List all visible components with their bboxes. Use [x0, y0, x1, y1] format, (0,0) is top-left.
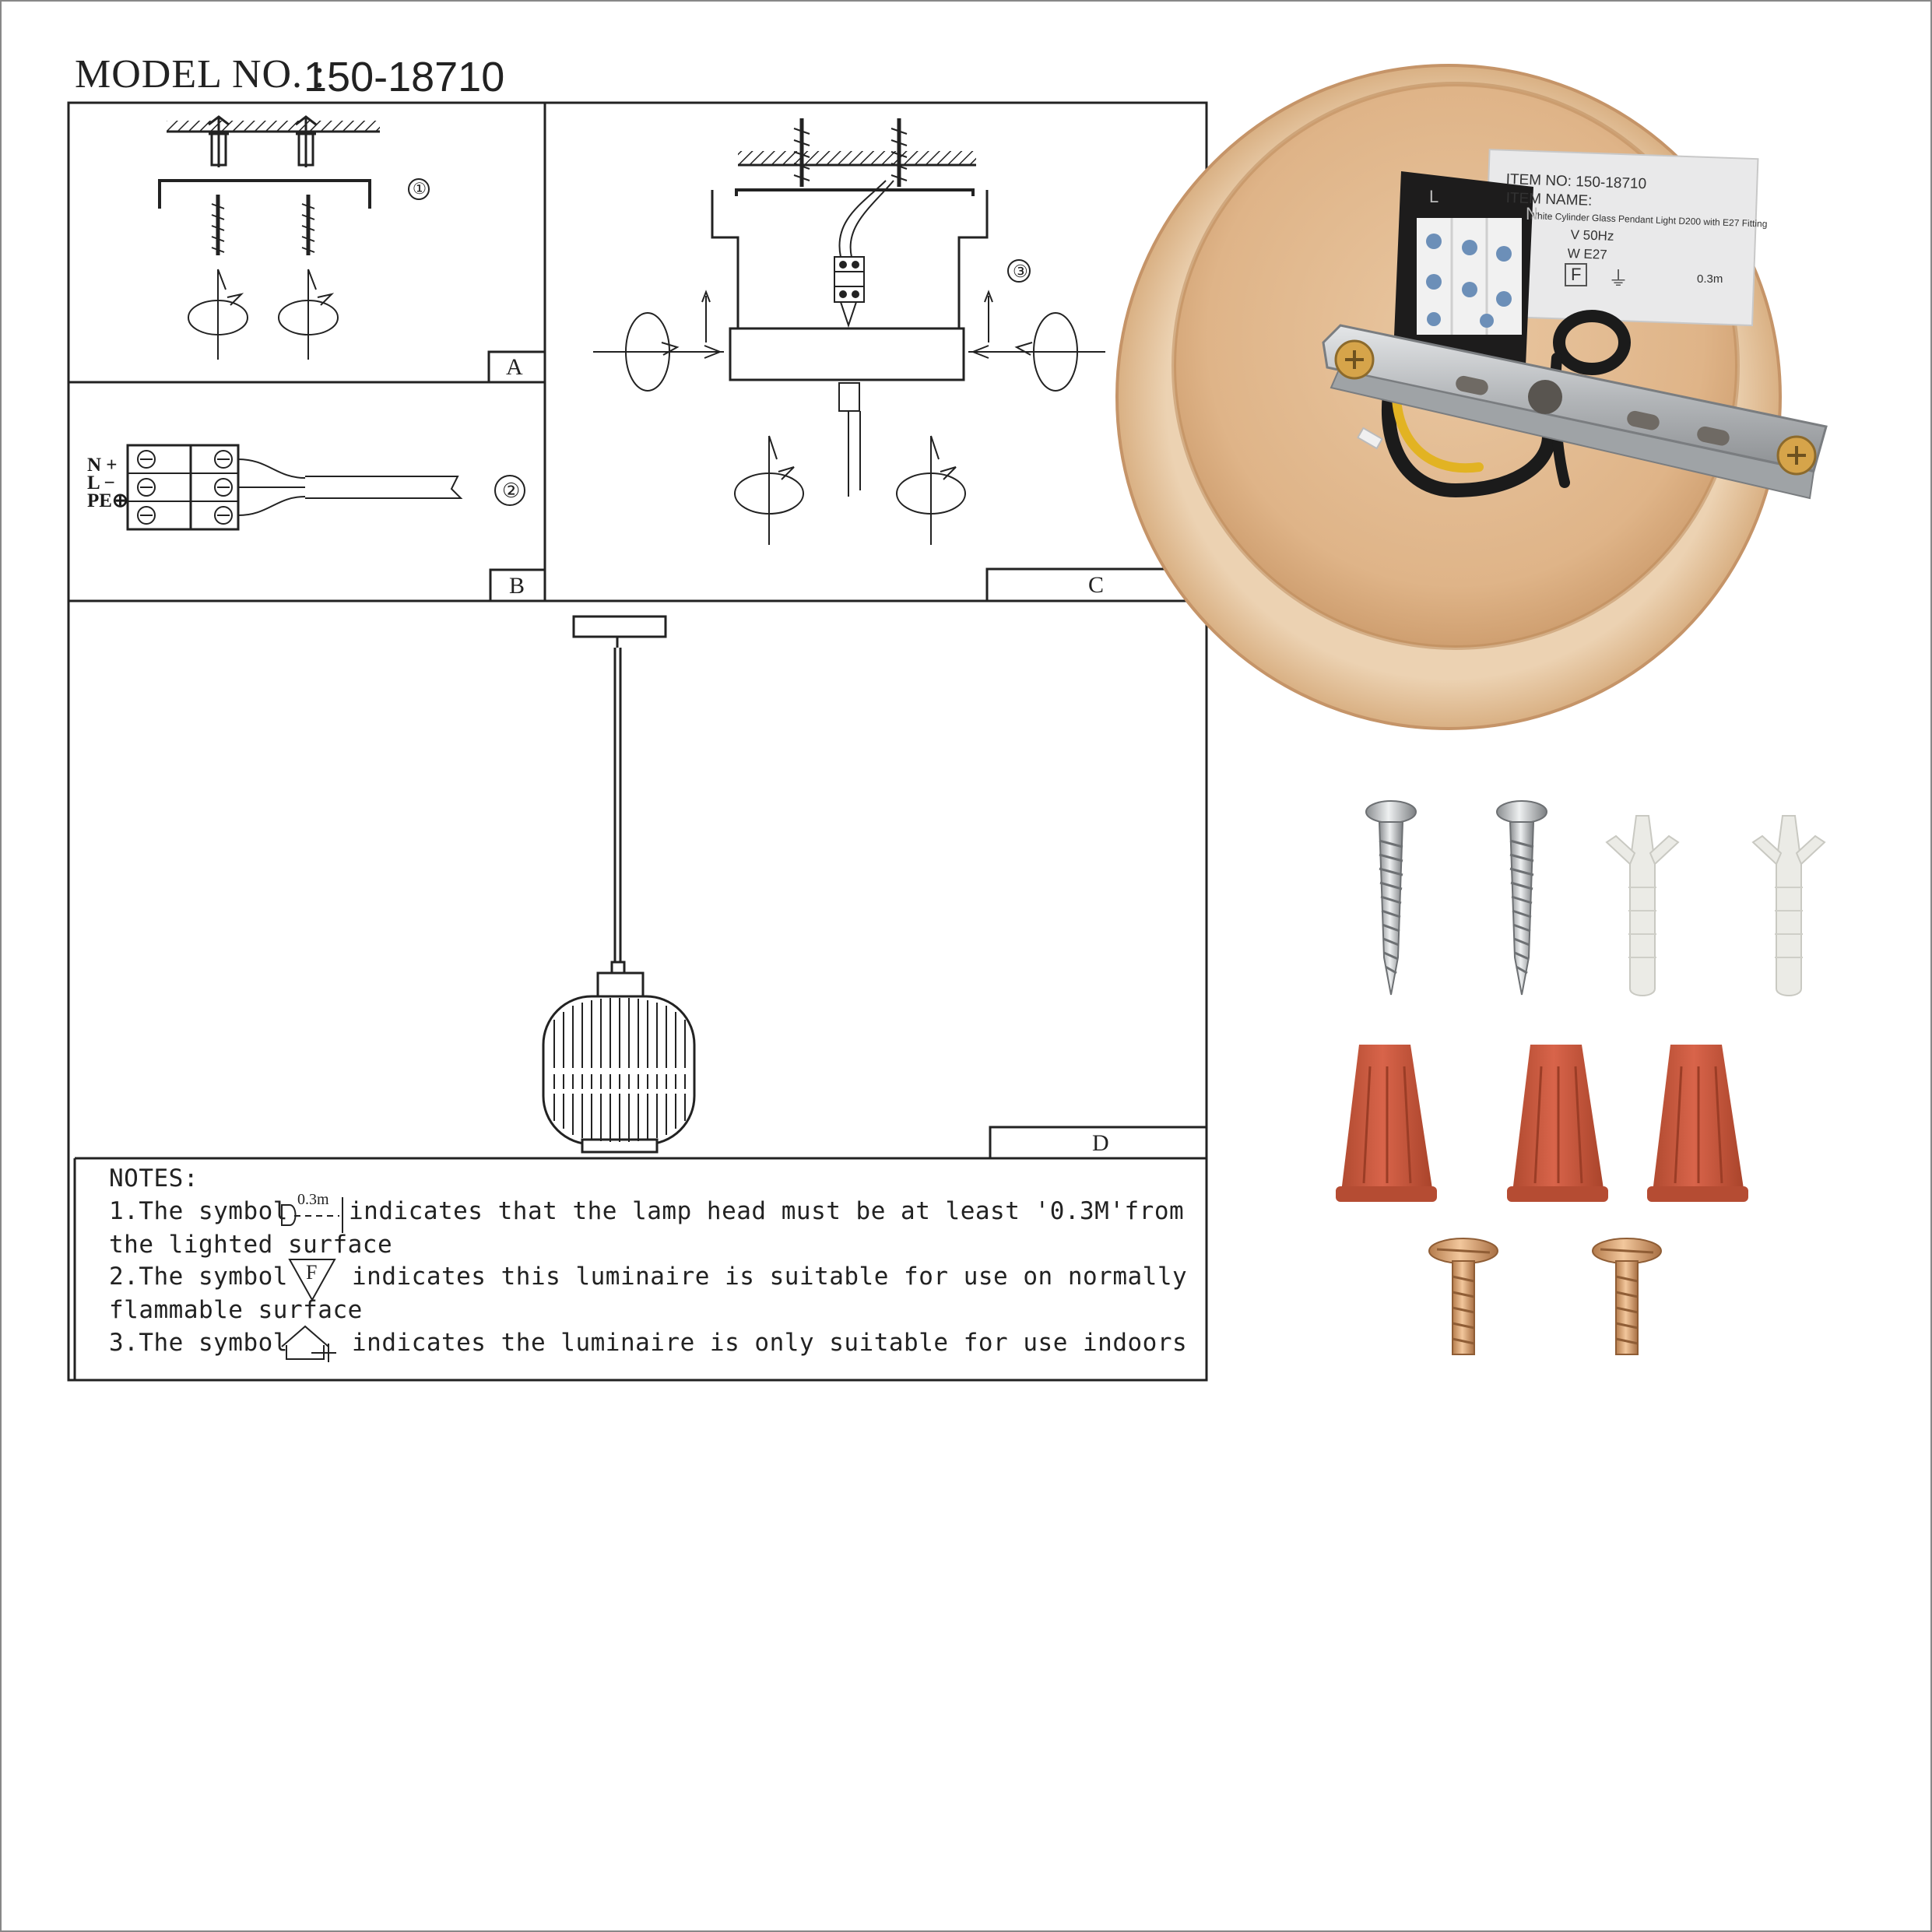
label-earth-icon: ⏚: [1608, 267, 1629, 290]
mounting-bracket-photo: [1322, 324, 1828, 500]
terminal-label-pe: PE⊕: [87, 490, 128, 511]
ceiling-screw-right: [890, 118, 908, 187]
panel-a-letter: A: [506, 354, 523, 380]
rotate-arrow-left: [188, 269, 248, 360]
wiring: [834, 180, 894, 328]
screw-right: [301, 195, 315, 255]
step-1-marker: [408, 178, 430, 200]
step-3-marker: [1007, 259, 1031, 283]
wall-anchor-2: [1751, 815, 1826, 996]
rotate-arrow-bottom-right: [896, 435, 966, 545]
panel-d-pendant: [542, 615, 696, 1154]
note-1-prefix: 1.The symbol: [109, 1197, 288, 1225]
wire-nut-2: [1507, 1045, 1608, 1202]
brass-screw-2: [1592, 1238, 1662, 1355]
note-1-continuation: the lighted surface: [109, 1231, 393, 1259]
label-item-name: ITEM NAME:: [1505, 190, 1593, 209]
wall-anchor-1: [1605, 815, 1680, 996]
terminal-label-n: N +: [87, 455, 118, 476]
wall-plug-right: [295, 115, 317, 167]
side-screw-right: [968, 290, 1105, 392]
panel-b-letter: B: [509, 573, 525, 599]
wall-plug-left: [208, 115, 230, 167]
panel-a-drawing: [158, 115, 430, 360]
label-bulb: W E27: [1567, 246, 1608, 262]
panel-a-step: ①: [413, 181, 427, 198]
terminal-letter-l: L: [1429, 187, 1439, 206]
side-screw-left: [593, 290, 724, 392]
panel-c-step: ③: [1013, 262, 1028, 281]
canopy-base-photo: [1115, 64, 1828, 730]
label-f-symbol: F: [1565, 263, 1588, 286]
panel-b-drawing: [126, 444, 525, 531]
cord-grip: [838, 382, 861, 497]
notes-symbols: [281, 1197, 343, 1362]
step-2-marker: [494, 475, 525, 506]
wire-nut-1: [1336, 1045, 1437, 1202]
rotate-arrow-bottom-left: [734, 435, 804, 545]
terminal-letter-n: N: [1526, 204, 1538, 223]
hardware-photo: [1336, 800, 1826, 1355]
model-label: MODEL NO. :: [75, 52, 326, 97]
panel-d-letter: D: [1092, 1130, 1109, 1156]
cable: [237, 458, 463, 516]
ceiling-screw-left: [793, 118, 810, 187]
lamp-holder: [596, 971, 645, 998]
label-distance: 0.3m: [1697, 272, 1723, 286]
note-1-symbol-text: 0.3m: [297, 1191, 329, 1208]
terminal-block-photo: [1393, 171, 1533, 366]
distance-symbol-icon: [281, 1197, 343, 1233]
indoor-use-symbol-icon: [281, 1325, 336, 1362]
terminal-screws: [137, 450, 233, 525]
screw-left: [211, 195, 225, 255]
canopy: [572, 615, 667, 638]
wood-screw-1: [1365, 800, 1417, 996]
model-number: 150-18710: [304, 54, 505, 100]
panel-c-drawing: [593, 118, 1105, 545]
note-3-text: indicates the luminaire is only suitable…: [352, 1329, 1188, 1357]
note-2-text: indicates this luminaire is suitable for…: [352, 1263, 1188, 1291]
panel-c-letter: C: [1088, 572, 1105, 598]
notes-title: NOTES:: [109, 1164, 198, 1193]
brass-screw-1: [1428, 1238, 1498, 1355]
note-2-prefix: 2.The symbol: [109, 1263, 288, 1291]
shade-ribs: [545, 998, 693, 1142]
rotate-arrow-right: [278, 269, 339, 360]
panel-b-step: ②: [502, 479, 521, 502]
diagram-frame: [67, 101, 1208, 1382]
note-1-text: indicates that the lamp head must be at …: [349, 1197, 1185, 1225]
wire-nut-3: [1647, 1045, 1748, 1202]
wood-screw-2: [1496, 800, 1547, 996]
note-2-continuation: flammable surface: [109, 1296, 363, 1324]
terminal-label-l: L −: [87, 472, 115, 494]
label-voltage: V 50Hz: [1570, 227, 1614, 244]
note-3-prefix: 3.The symbol: [109, 1329, 288, 1357]
note-2-symbol-text: F: [306, 1261, 318, 1284]
flammable-surface-symbol-icon: [288, 1259, 336, 1302]
